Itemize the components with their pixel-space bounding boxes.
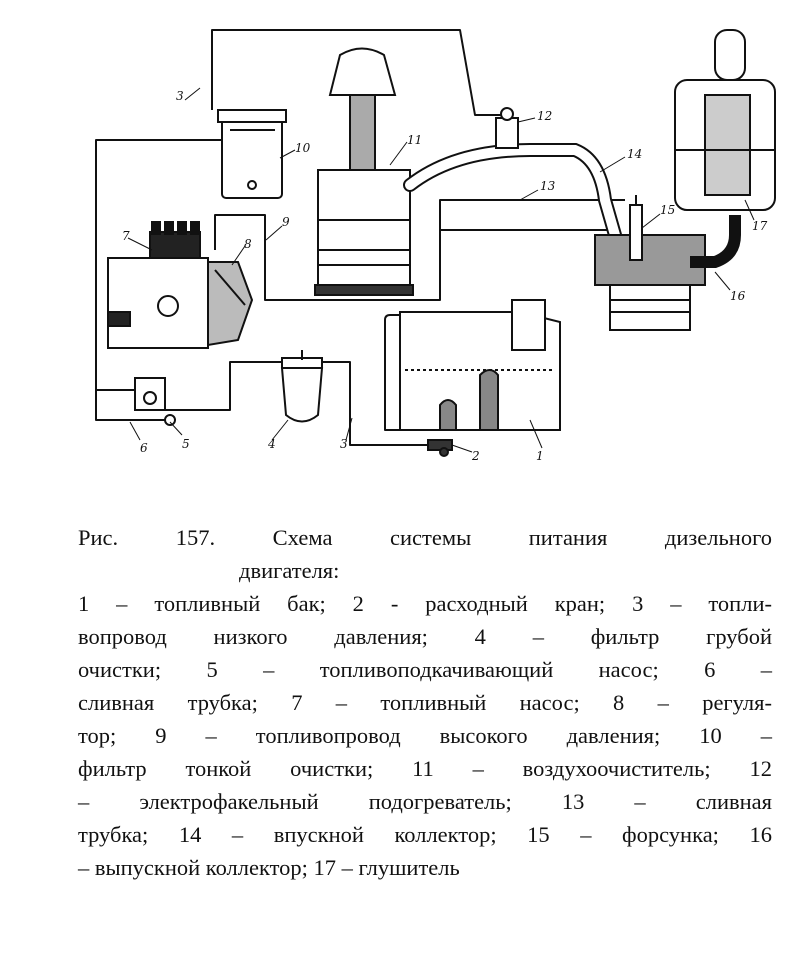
fine-filter-10 — [217, 109, 287, 199]
fuel-system-diagram: 1 2 3 3 3 4 5 6 7 8 9 10 11 12 13 14 15 … — [95, 29, 776, 463]
drain-pipe-6 — [95, 390, 165, 421]
caption-title-line-2: двигателя: — [239, 558, 340, 583]
exhaust-manifold-16 — [690, 215, 741, 268]
fuel-tank-1 — [399, 299, 561, 431]
legend-line: 1 – топливный бак; 2 - расходный кран; 3… — [78, 591, 772, 616]
heater-12 — [495, 107, 519, 149]
line-to-coarse-filter — [165, 361, 430, 446]
legend-line: – выпускной коллектор; 17 – глушитель — [78, 855, 460, 880]
callout-12: 12 — [537, 109, 552, 123]
callout-17: 17 — [752, 219, 768, 233]
caption-title-line-1: Рис. 157. Схема системы питания дизельно… — [78, 525, 772, 550]
callout-15: 15 — [660, 203, 675, 217]
callout-7: 7 — [122, 229, 130, 243]
callout-4: 4 — [267, 437, 276, 451]
legend-line: – электрофакельный подогреватель; 13 – с… — [78, 789, 772, 814]
callout-11: 11 — [407, 133, 422, 147]
callout-10: 10 — [295, 141, 311, 155]
legend-line: вопровод низкого давления; 4 – фильтр гр… — [78, 624, 772, 649]
legend-line: фильтр тонкой очистки; 11 – воздухоочист… — [78, 756, 772, 781]
engine-cylinder — [594, 234, 706, 331]
callout-5: 5 — [182, 437, 190, 451]
drain-cock-2 — [427, 439, 453, 457]
return-line-top — [211, 29, 510, 116]
injector-15 — [629, 195, 643, 261]
callout-16: 16 — [730, 289, 746, 303]
tank-feed-pipe — [384, 314, 430, 431]
callout-2: 2 — [471, 449, 480, 463]
callout-6: 6 — [140, 441, 148, 455]
callout-13: 13 — [540, 179, 556, 193]
callout-3c: 3 — [340, 437, 348, 451]
governor-8 — [207, 261, 254, 347]
callout-14: 14 — [627, 147, 642, 161]
low-pressure-line-left — [95, 139, 222, 391]
callout-1: 1 — [536, 449, 544, 463]
legend-line: очистки; 5 – топливоподкачивающий насос;… — [78, 657, 772, 682]
air-cleaner-11 — [314, 47, 414, 296]
legend-line: сливная трубка; 7 – топливный насос; 8 –… — [78, 690, 772, 715]
fuel-pump-7 — [107, 221, 209, 349]
drain-line-13 — [439, 199, 625, 300]
coarse-filter-4 — [280, 350, 324, 423]
figure-legend: 1 – топливный бак; 2 - расходный кран; 3… — [78, 587, 772, 884]
callout-3a: 3 — [176, 89, 184, 103]
callout-8: 8 — [244, 237, 252, 251]
priming-pump-5 — [134, 377, 176, 426]
callout-9: 9 — [282, 215, 290, 229]
diagram-canvas: 1 2 3 3 3 4 5 6 7 8 9 10 11 12 13 14 15 … — [95, 29, 776, 463]
legend-line: трубка; 14 – впускной коллектор; 15 – фо… — [78, 822, 772, 847]
muffler-17 — [674, 29, 776, 211]
legend-line: тор; 9 – топливопровод высокого давления… — [78, 723, 772, 748]
figure-caption-title: Рис. 157. Схема системы питания дизельно… — [78, 521, 772, 587]
